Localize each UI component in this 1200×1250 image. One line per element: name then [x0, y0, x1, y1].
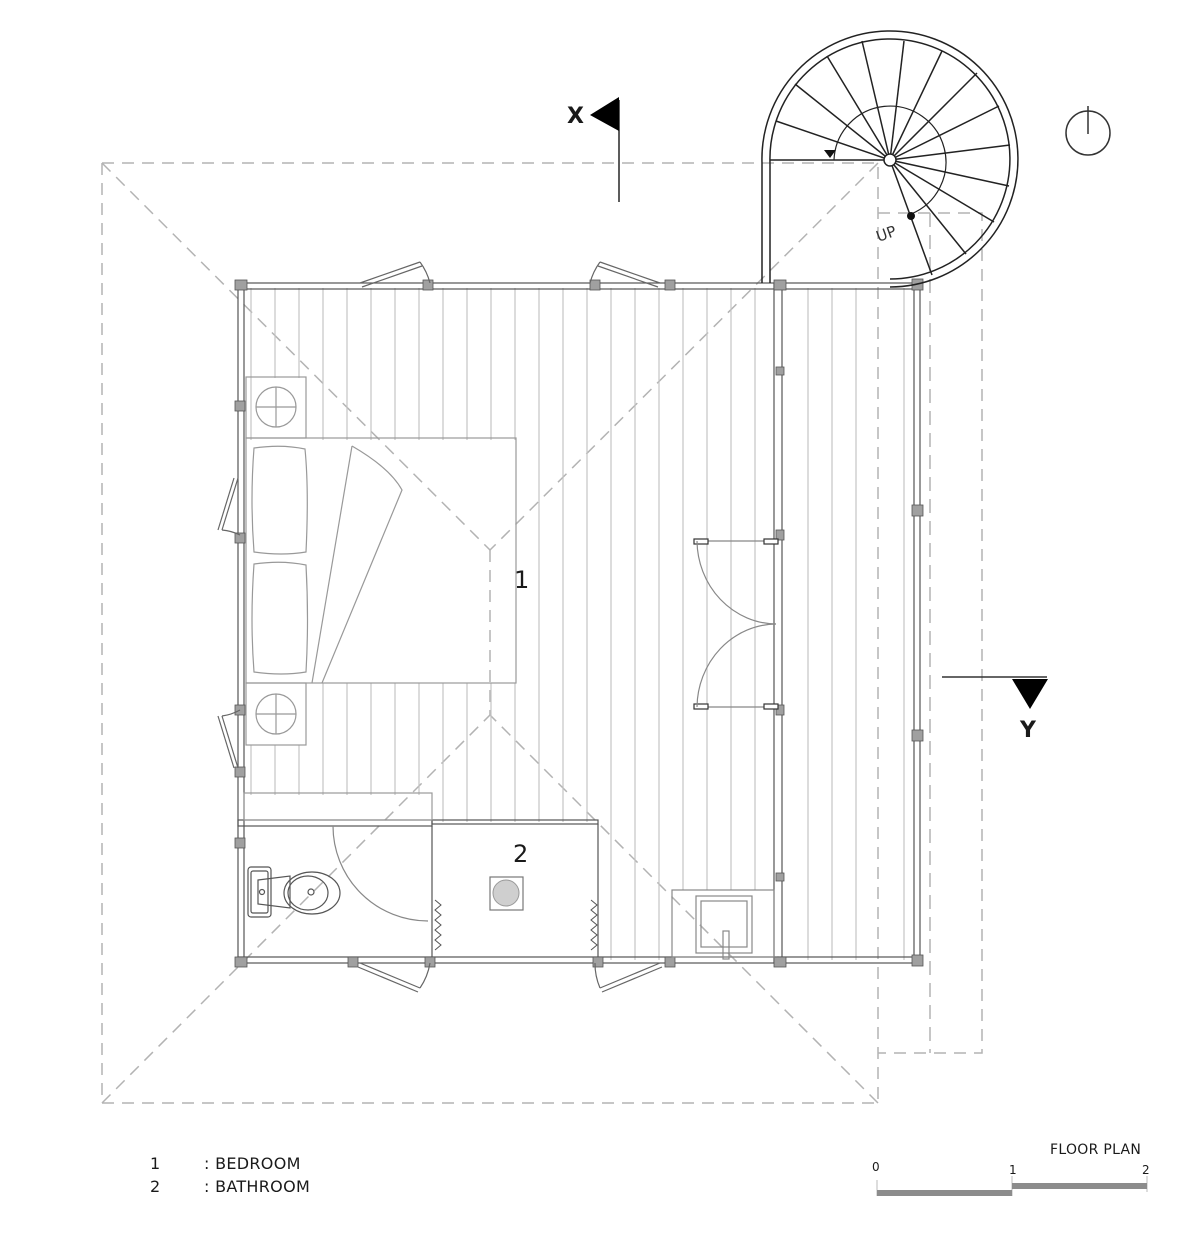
legend-item-number: 2 [150, 1177, 161, 1196]
scale-bar-graphic [876, 1176, 1148, 1196]
windows [217, 261, 663, 993]
room-number-bathroom: 2 [513, 840, 529, 868]
section-marker-x-label: X [567, 104, 584, 129]
section-marker-x-icon [590, 97, 620, 202]
roof-outline [101, 162, 983, 1104]
toilet [247, 866, 341, 918]
stair-start-dot [907, 212, 915, 220]
room-number-bedroom: 1 [514, 566, 530, 594]
legend-item-label: : BATHROOM [204, 1177, 311, 1196]
shower-curtains [434, 899, 598, 951]
scale-tick-0: 0 [872, 1160, 880, 1174]
bathroom-door-swing [332, 825, 429, 922]
washbasin [671, 889, 775, 960]
legend-item: 2 : BATHROOM [150, 1177, 370, 1199]
legend-item-label: : BEDROOM [204, 1154, 301, 1173]
double-doors [693, 538, 779, 710]
floor-boards [250, 288, 905, 960]
counter [243, 792, 433, 821]
legend-item: 1 : BEDROOM [150, 1154, 370, 1176]
scale-bar-title: FLOOR PLAN [1050, 1142, 1142, 1158]
stair-up-label: UP [874, 222, 899, 246]
legend-item-number: 1 [150, 1154, 161, 1173]
columns [234, 278, 924, 968]
section-marker-y-icon [942, 676, 1048, 709]
scale-tick-1: 1 [1009, 1163, 1017, 1177]
scale-tick-2: 2 [1142, 1163, 1150, 1177]
spiral-staircase [761, 30, 1019, 288]
bed [245, 437, 517, 684]
north-arrow-icon [1065, 106, 1111, 156]
section-marker-y-label: Y [1020, 718, 1036, 743]
stair-direction-arrow-icon [824, 150, 836, 158]
stair-center-post [883, 153, 897, 167]
nightstands [245, 376, 307, 746]
shower-drain [489, 876, 524, 911]
